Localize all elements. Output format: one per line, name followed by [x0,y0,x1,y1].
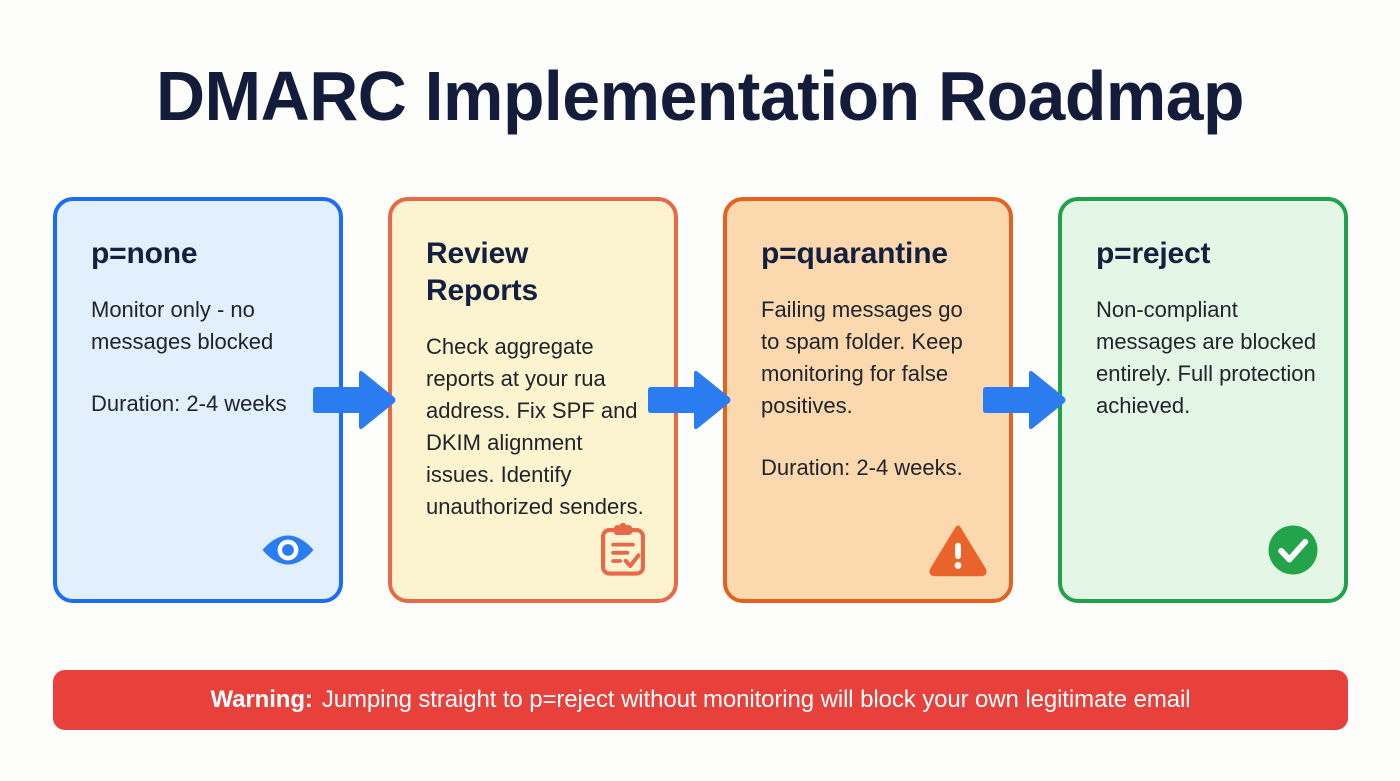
stage-body: Failing messages go to spam folder. Keep… [761,297,963,418]
stage-title: p=quarantine [761,237,948,270]
page-title: DMARC Implementation Roadmap [156,57,1244,135]
stage-title: p=none [91,237,198,270]
stage-duration: Duration: 2-4 weeks [91,390,287,416]
stage-card-p-reject[interactable]: p=reject Non-compliant messages are bloc… [1058,197,1348,603]
warning-triangle-icon [929,521,987,579]
warning-text: Jumping straight to p=reject without mon… [321,686,1191,713]
check-circle-icon [1264,521,1322,579]
warning-banner: Warning: Jumping straight to p=reject wi… [53,670,1348,730]
stage-body: Non-compliant messages are blocked entir… [1096,297,1317,418]
eye-icon [259,521,317,579]
stage-card-p-none[interactable]: p=none Monitor only - no messages blocke… [53,197,343,603]
arrow-stage1-to-stage2 [311,368,397,432]
stage-card-review-reports[interactable]: Review Reports Check aggregate reports a… [388,197,678,603]
stage-cards-row: p=none Monitor only - no messages blocke… [53,197,1348,603]
stage-card-p-quarantine[interactable]: p=quarantine Failing messages go to spam… [723,197,1013,603]
stage-title: p=reject [1096,237,1211,270]
stage-title: Review Reports [426,237,538,308]
stage-duration: Duration: 2-4 weeks. [761,454,963,480]
clipboard-check-icon [594,521,652,579]
warning-label: Warning: [210,686,313,713]
stage-body: Monitor only - no messages blocked [91,297,274,355]
arrow-stage3-to-stage4 [981,368,1067,432]
arrow-stage2-to-stage3 [646,368,732,432]
stage-body: Check aggregate reports at your rua addr… [426,334,644,519]
